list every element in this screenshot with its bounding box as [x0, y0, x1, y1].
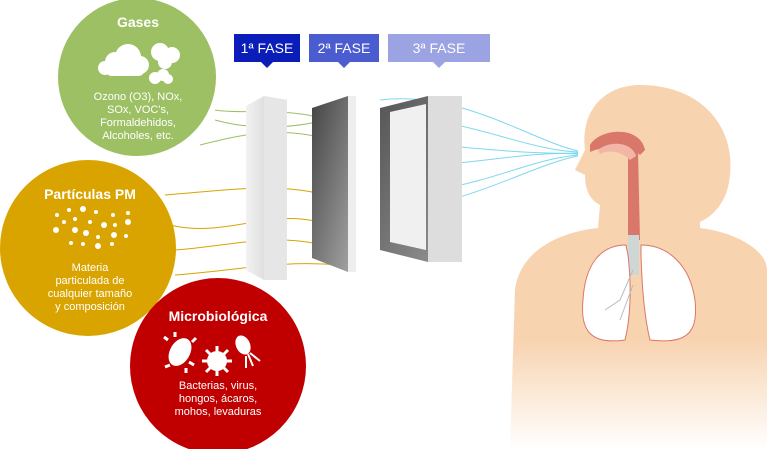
filter-3 [380, 96, 462, 262]
phase-2-label: 2ª FASE [309, 34, 379, 68]
gases-title: Gases [116, 14, 160, 30]
particles-line: particulada de [55, 275, 125, 287]
micro-line: hongos, ácaros, [178, 393, 258, 405]
particles-text: Partículas PM Materia particulada de cua… [20, 186, 160, 314]
flow-lines [164, 98, 579, 276]
micro-text: Microbiológica Bacterias, virus, hongos,… [148, 308, 288, 419]
micro-line: mohos, levaduras [174, 406, 262, 418]
gases-line: Ozono (O3), NOx, [93, 91, 183, 103]
gases-line: Formaldehidos, [100, 117, 176, 129]
particles-line: y composición [55, 301, 125, 313]
human-figure [510, 85, 767, 449]
particles-line: cualquier tamaño [47, 288, 133, 300]
particles-circle [0, 160, 176, 336]
gases-line: SOx, VOC's, [107, 104, 169, 116]
microbes-icon [163, 332, 261, 376]
micro-title: Microbiológica [168, 308, 268, 324]
phase-1-label: 1ª FASE [234, 34, 300, 68]
particles-title: Partículas PM [44, 186, 136, 202]
cloud-icon [98, 43, 180, 84]
micro-line: Bacterias, virus, [178, 380, 258, 392]
gases-line: Alcoholes, etc. [102, 130, 174, 142]
phase-3-label: 3ª FASE [388, 34, 490, 68]
gases-text: Gases Ozono (O3), NOx, SOx, VOC's, Forma… [78, 14, 198, 143]
filter-2 [312, 96, 356, 272]
filter-1 [246, 96, 287, 280]
particles-icon [53, 206, 131, 249]
particles-line: Materia [71, 262, 109, 274]
gases-circle [58, 0, 216, 156]
